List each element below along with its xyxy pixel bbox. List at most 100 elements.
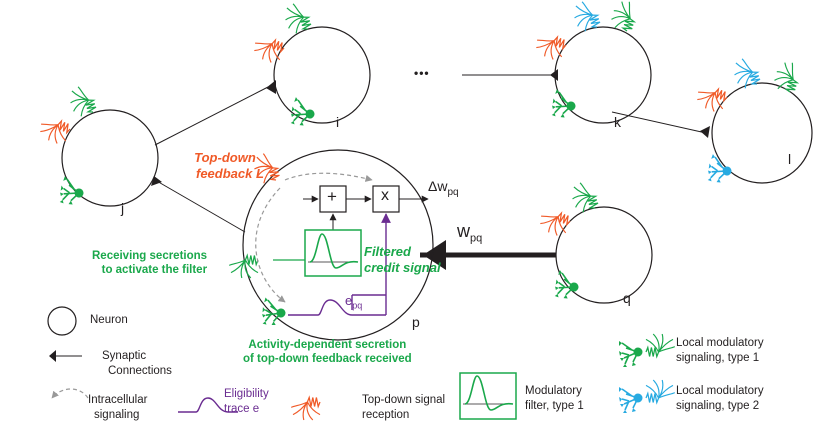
- connection-p-to-j: [154, 179, 246, 233]
- epq-label: epq: [345, 293, 362, 311]
- legend-local2-label: Local modulatory signaling, type 2: [676, 384, 764, 414]
- legend-filter-label: Modulatory filter, type 1: [525, 384, 584, 414]
- w-pq-label: wpq: [457, 221, 482, 245]
- legend-local-type2-receptor: [645, 379, 676, 404]
- times-sign: x: [381, 187, 389, 204]
- legend-topdown-rec-line1: Top-down signal: [362, 394, 446, 406]
- topdown-receptor-k: [532, 30, 569, 63]
- eligibility-trace-p: [288, 299, 386, 316]
- legend-synaptic-line2: Connections: [108, 365, 172, 377]
- legend-topdown-reception-icon: [290, 396, 321, 421]
- topdown-feedback-label: Top-down feedback L: [186, 150, 264, 182]
- legend-local-type1-release: [618, 340, 644, 368]
- receiving-line1: Receiving secretions: [92, 250, 208, 262]
- neuron-q: [555, 206, 653, 304]
- legend-topdown-reception-label: Top-down signal reception: [362, 393, 445, 423]
- neuron-k: [554, 26, 652, 124]
- legend-neuron-icon: [47, 306, 77, 336]
- filter-box-p: [304, 229, 362, 277]
- filtered-line2: credit signal: [364, 260, 441, 275]
- neuron-j: [61, 109, 159, 207]
- synapse-terminal-q-strong: [423, 240, 446, 270]
- legend-local1-line2: signaling, type 1: [676, 352, 760, 364]
- legend-local1-label: Local modulatory signaling, type 1: [676, 336, 764, 366]
- epq-main: e: [345, 293, 353, 308]
- w-pq-sub: pq: [470, 232, 483, 245]
- synapse-terminal-k: [550, 69, 558, 81]
- green-release-p: [257, 296, 289, 330]
- topdown-feedback-line2: feedback L: [196, 166, 264, 181]
- legend-filter-icon: [459, 372, 517, 420]
- legend-intracellular-line1: Intracellular: [88, 394, 148, 406]
- legend-local2-line2: signaling, type 2: [676, 400, 760, 412]
- neuron-p: [242, 149, 434, 341]
- connection-j-to-i: [154, 86, 269, 146]
- legend-intracellular-line2: signaling: [94, 409, 140, 421]
- legend-eligibility-line2: trace e: [224, 403, 260, 415]
- legend-filter-line2: filter, type 1: [525, 400, 584, 412]
- neuron-q-label: q: [623, 290, 631, 306]
- green-receptor-i: [280, 0, 313, 36]
- topdown-receptor-j: [36, 114, 73, 147]
- legend-eligibility-line1: Eligibility: [224, 388, 269, 400]
- activity-dependent-label: Activity-dependent secretion of top-down…: [243, 338, 412, 366]
- ellipsis-label: •••: [414, 66, 430, 80]
- topdown-receptor-l: [693, 82, 730, 115]
- green-receptor-q: [567, 178, 600, 215]
- delta-w-label: Δwpq: [428, 178, 459, 198]
- green-release-k: [547, 88, 580, 123]
- filter-curve-p: [309, 233, 359, 269]
- legend-synapse-triangle: [49, 350, 56, 362]
- synapse-terminal-l: [700, 126, 710, 138]
- topdown-feedback-line1: Top-down: [194, 150, 256, 165]
- legend-eligibility-label: Eligibility trace e: [224, 387, 269, 417]
- activity-line2: of top-down feedback received: [243, 353, 412, 365]
- topdown-receptor-i: [250, 33, 287, 66]
- delta-w-main: Δw: [428, 178, 448, 194]
- receiving-line2: to activate the filter: [101, 264, 208, 276]
- legend-filter-line1: Modulatory: [525, 385, 582, 397]
- green-receptor-k: [608, 0, 640, 33]
- green-release-j: [55, 175, 88, 210]
- legend-local2-line1: Local modulatory: [676, 385, 764, 397]
- sum-box: [319, 185, 347, 213]
- legend-local-type2-release: [618, 386, 644, 414]
- activity-line1: Activity-dependent secretion: [248, 339, 407, 351]
- legend-local-type1-receptor: [645, 333, 676, 358]
- intracellular-signal-to-x: [284, 172, 373, 182]
- delta-w-sub: pq: [447, 186, 459, 198]
- filtered-line1: Filtered: [364, 244, 411, 259]
- connection-k-to-l: [611, 111, 707, 134]
- legend-synaptic-label: Synaptic Connections: [102, 349, 172, 379]
- neuron-k-label: k: [614, 114, 621, 130]
- green-release-i: [286, 96, 319, 131]
- legend-filter-curve: [464, 375, 514, 411]
- receiving-secretions-label: Receiving secretions to activate the fil…: [92, 249, 207, 277]
- legend-eligibility-icon: [178, 397, 238, 413]
- neuron-l-label: l: [788, 151, 792, 167]
- green-receptor-l: [771, 58, 803, 94]
- legend-local1-line1: Local modulatory: [676, 337, 764, 349]
- plus-sign: +: [327, 187, 337, 206]
- neuron-p-label: p: [412, 314, 420, 330]
- blue-receptor-l: [729, 54, 762, 91]
- legend-intracellular-arrow: [51, 388, 89, 399]
- neuron-j-label: j: [121, 200, 125, 216]
- product-box: [372, 185, 400, 213]
- w-pq-main: w: [457, 221, 470, 241]
- synapse-terminal-i: [266, 80, 276, 94]
- epq-sub: pq: [352, 300, 363, 311]
- legend-neuron-label: Neuron: [90, 314, 128, 326]
- neuron-i: [273, 26, 371, 124]
- topdown-receptor-q: [536, 206, 573, 239]
- legend-synaptic-line1: Synaptic: [102, 350, 147, 362]
- legend-intracellular-label: Intracellular signaling: [88, 393, 147, 423]
- legend-topdown-rec-line2: reception: [362, 409, 410, 421]
- green-release-q: [550, 269, 583, 304]
- filtered-credit-label: Filtered credit signal: [364, 244, 441, 276]
- intracellular-signal-path: [255, 187, 286, 303]
- neuron-l: [711, 82, 813, 184]
- neuron-i-label: i: [336, 114, 340, 130]
- blue-receptor-k: [569, 0, 602, 34]
